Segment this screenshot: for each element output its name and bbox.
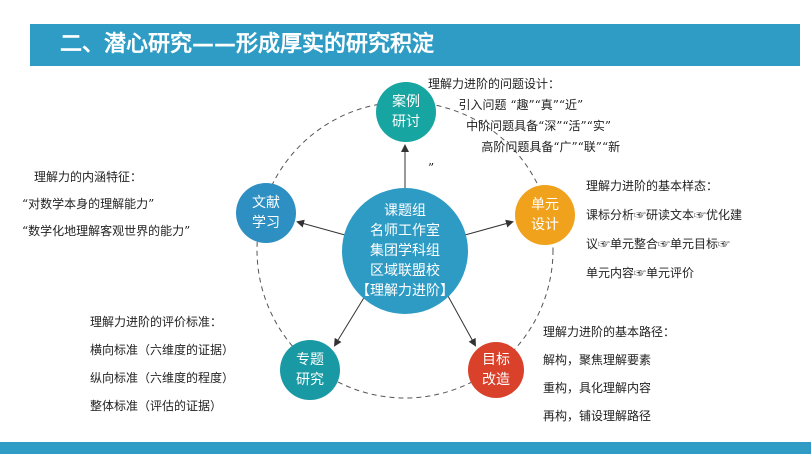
node-label: 专题 xyxy=(296,352,324,368)
text-line: 课标分析☞研读文本☞优化建 xyxy=(586,208,743,222)
center-line: 集团学科组 xyxy=(370,243,440,259)
node-label: 学习 xyxy=(252,215,280,231)
text-line: 再构，铺设理解路径 xyxy=(543,409,652,423)
node-label: 单元 xyxy=(531,197,559,213)
text-line: 中阶问题具备“深”“活”“实” xyxy=(428,119,611,133)
node-label: 研讨 xyxy=(392,114,420,130)
text-line: 纵向标准（六维度的程度） xyxy=(90,371,235,385)
text-line: 高阶问题具备“广”“联”“新 xyxy=(428,140,621,154)
arrow-topic xyxy=(333,295,366,347)
text-line: 理解力的内涵特征： xyxy=(34,170,143,184)
node-label: 目标 xyxy=(482,352,510,368)
literature-text: 理解力的内涵特征： “对数学本身的理解能力” “数学化地理解客观世界的能力” xyxy=(22,164,190,245)
text-line: 整体标准（评估的证据） xyxy=(90,399,223,413)
goal-text: 理解力进阶的基本路径： 解构，聚焦理解要素重构，具化理解内容再构，铺设理解路径 xyxy=(543,318,675,430)
text-line: 引入问题 “趣”“真”“近” xyxy=(428,98,584,112)
center-circle: 课题组 名师工作室 集团学科组 区域联盟校 【理解力进阶】 xyxy=(342,188,468,314)
text-line: 理解力进阶的问题设计： xyxy=(428,77,561,91)
node-label: 文献 xyxy=(252,195,280,211)
node-literature: 文献学习 xyxy=(236,183,296,243)
text-line: 议☞单元整合☞单元目标☞ xyxy=(586,237,731,251)
text-line: ” xyxy=(428,161,435,175)
text-line: “数学化地理解客观世界的能力” xyxy=(22,224,191,238)
text-line: “对数学本身的理解能力” xyxy=(22,197,155,211)
node-label: 改造 xyxy=(482,372,510,388)
case-text: 理解力进阶的问题设计： 引入问题 “趣”“真”“近” 中阶问题具备“深”“活”“… xyxy=(428,74,620,179)
node-unit-design: 单元设计 xyxy=(515,185,575,245)
node-label: 设计 xyxy=(531,217,559,233)
center-line: 名师工作室 xyxy=(370,223,440,239)
center-line: 区域联盟校 xyxy=(370,263,440,279)
center-line: 【理解力进阶】 xyxy=(356,283,454,299)
text-line: 横向标准（六维度的证据） xyxy=(90,343,235,357)
node-goal-reform: 目标改造 xyxy=(468,342,524,398)
topic-text: 理解力进阶的评价标准： 横向标准（六维度的证据） 纵向标准（六维度的程度） 整体标准（… xyxy=(90,308,234,420)
text-line: 理解力进阶的评价标准： xyxy=(90,315,223,329)
text-line: 理解力进阶的基本路径： xyxy=(543,325,676,339)
node-case-study: 案例研讨 xyxy=(376,82,436,142)
node-topic-research: 专题研究 xyxy=(280,340,340,400)
text-line: 重构，具化理解内容 xyxy=(543,381,652,395)
arrow-unit xyxy=(464,219,514,236)
center-line: 课题组 xyxy=(384,203,426,219)
text-line: 解构，聚焦理解要素 xyxy=(543,353,652,367)
unit-text: 理解力进阶的基本样态： 课标分析☞研读文本☞优化建议☞单元整合☞单元目标☞ 单元内容… xyxy=(586,172,742,288)
node-label: 案例 xyxy=(392,94,420,110)
arrow-goal xyxy=(447,295,476,347)
slide-title: 二、潜心研究——形成厚实的研究积淀 xyxy=(30,24,800,66)
text-line: 理解力进阶的基本样态： xyxy=(586,179,719,193)
bottom-bar xyxy=(0,442,811,454)
node-label: 研究 xyxy=(296,372,324,388)
text-line: 单元内容☞单元评价 xyxy=(586,266,695,280)
arrow-lit xyxy=(296,219,346,236)
